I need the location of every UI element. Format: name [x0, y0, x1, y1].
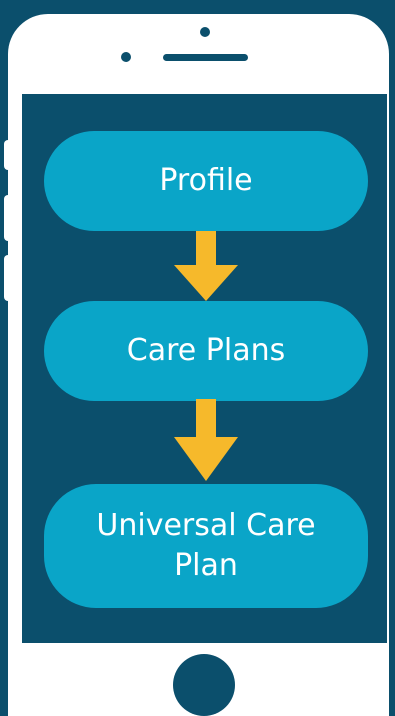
phone-sensor-dot: [200, 27, 210, 37]
node-profile-label: Profile: [159, 163, 253, 198]
node-universal-care-plan-label: Universal Care Plan: [96, 508, 316, 583]
home-button-icon: [173, 654, 235, 716]
arrow-down-icon: [174, 399, 238, 481]
arrow-head: [174, 265, 238, 301]
arrow-shaft: [196, 231, 216, 267]
arrow-head: [174, 437, 238, 481]
arrow-shaft: [196, 399, 216, 439]
node-care-plans-label: Care Plans: [126, 333, 286, 368]
arrow-down-icon: [174, 231, 238, 301]
phone-camera-dot: [121, 52, 131, 62]
phone-speaker: [163, 54, 248, 61]
node-profile: Profile: [44, 131, 368, 231]
node-universal-care-plan: Universal Care Plan: [44, 484, 368, 608]
node-care-plans: Care Plans: [44, 301, 368, 401]
